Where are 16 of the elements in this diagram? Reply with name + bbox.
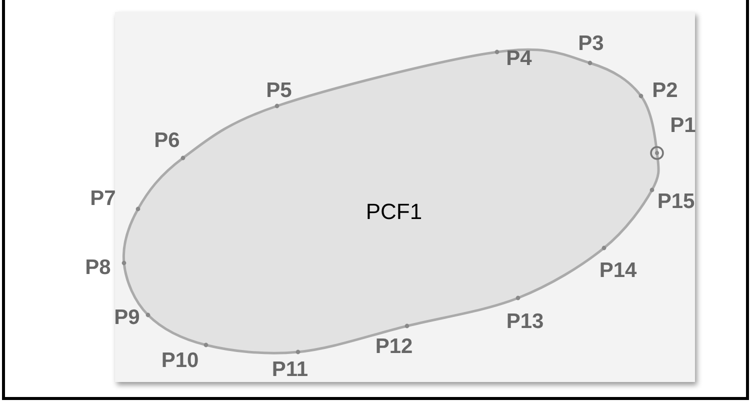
- point-label: P2: [652, 79, 678, 103]
- point-label: P7: [90, 187, 116, 211]
- point-label: P1: [670, 114, 696, 138]
- point-label: P13: [506, 310, 544, 334]
- point-label: P8: [85, 256, 111, 280]
- point-label: P9: [114, 306, 140, 330]
- point-label: P12: [375, 335, 413, 359]
- point-label: P14: [599, 259, 637, 283]
- point-label: P6: [154, 129, 180, 153]
- point-label: P5: [266, 79, 292, 103]
- point-label: P10: [161, 349, 199, 373]
- point-label: P11: [272, 358, 308, 382]
- point-label: P4: [506, 47, 532, 71]
- point-label: P3: [578, 32, 604, 56]
- shape-label: PCF1: [366, 199, 422, 225]
- point-label: P15: [657, 190, 695, 214]
